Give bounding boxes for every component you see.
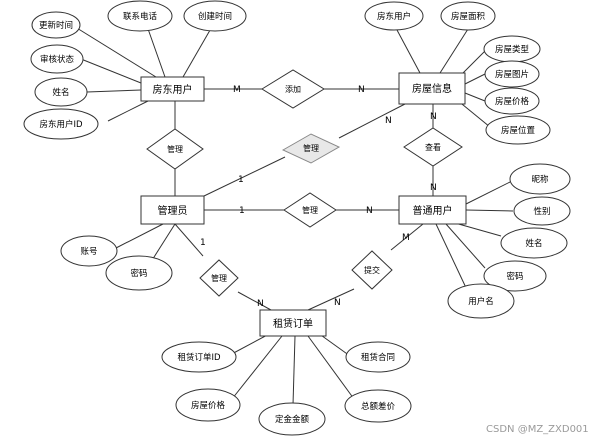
- svg-text:用户名: 用户名: [468, 296, 494, 307]
- attribute-user-gender: 性别: [513, 196, 571, 226]
- svg-text:房屋类型: 房屋类型: [495, 44, 530, 55]
- svg-text:房东用户: 房东用户: [377, 11, 411, 22]
- attribute-order-deposit: 定金金额: [258, 402, 326, 436]
- attribute-order-contract: 租赁合同: [345, 341, 411, 373]
- attribute-house-landlord: 房东用户: [364, 1, 424, 31]
- svg-text:密码: 密码: [506, 271, 523, 282]
- cardinality-user-submit: M: [402, 233, 410, 243]
- attribute-landlord-phone: 联系电话: [107, 0, 173, 32]
- svg-text:昵称: 昵称: [531, 174, 549, 185]
- attribute-user-username: 用户名: [447, 283, 515, 319]
- cardinality-house-add: N: [358, 85, 365, 95]
- svg-text:姓名: 姓名: [525, 238, 542, 249]
- entity-house: 房屋信息: [398, 72, 466, 105]
- cardinality-user-view: N: [430, 183, 437, 193]
- svg-text:姓名: 姓名: [52, 87, 69, 98]
- entity-landlord-label: 房东用户: [153, 83, 193, 96]
- attribute-order-house-price: 房屋价格: [175, 388, 241, 422]
- svg-text:房屋价格: 房屋价格: [495, 96, 530, 107]
- svg-text:性别: 性别: [533, 206, 550, 217]
- cardinality-user-manage: N: [366, 206, 373, 216]
- relationship-manage-landlord: 管理: [146, 128, 204, 170]
- entity-house-label: 房屋信息: [412, 82, 452, 95]
- cardinality-landlord-add: M: [233, 85, 241, 95]
- attribute-admin-account: 账号: [60, 235, 118, 267]
- cardinality-order-submit: N: [334, 298, 341, 308]
- svg-text:房屋图片: 房屋图片: [495, 69, 529, 80]
- relationship-manage-order-label: 管理: [211, 273, 227, 283]
- cardinality-admin-manage-house: 1: [238, 175, 244, 185]
- attribute-house-area: 房屋面积: [440, 1, 496, 31]
- relationship-manage-order: 管理: [199, 259, 239, 297]
- relationship-manage-landlord-label: 管理: [167, 144, 183, 154]
- cardinality-house-view: N: [430, 112, 437, 122]
- relationship-view-label: 查看: [425, 142, 441, 152]
- attribute-landlord-name: 姓名: [34, 77, 88, 107]
- svg-text:账号: 账号: [80, 247, 97, 257]
- svg-text:创建时间: 创建时间: [198, 11, 232, 22]
- attribute-order-id: 租赁订单ID: [161, 341, 237, 373]
- relationship-add: 添加: [261, 69, 325, 109]
- attribute-house-type: 房屋类型: [483, 35, 541, 63]
- svg-text:房屋价格: 房屋价格: [191, 400, 226, 411]
- watermark: CSDN @MZ_ZXD001: [486, 424, 589, 435]
- cardinality-admin-manage-order: 1: [200, 238, 206, 248]
- svg-text:租赁订单ID: 租赁订单ID: [177, 352, 221, 363]
- entity-order-label: 租赁订单: [273, 317, 313, 330]
- relationship-manage-house: 管理: [281, 133, 341, 164]
- relationship-manage-house-label: 管理: [303, 143, 319, 153]
- entity-landlord: 房东用户: [140, 76, 205, 102]
- attribute-user-password: 密码: [483, 260, 547, 292]
- entity-admin: 管理员: [140, 195, 205, 225]
- svg-text:定金金额: 定金金额: [275, 414, 310, 425]
- svg-text:联系电话: 联系电话: [123, 11, 158, 22]
- relationship-add-label: 添加: [285, 84, 301, 94]
- svg-text:密码: 密码: [130, 268, 147, 279]
- relationship-submit-label: 提交: [364, 265, 380, 275]
- attribute-landlord-update-time: 更新时间: [31, 11, 81, 39]
- entity-user-label: 普通用户: [413, 204, 453, 217]
- attribute-user-name: 姓名: [500, 227, 568, 259]
- cardinality-admin-manage-user: 1: [239, 206, 245, 216]
- attribute-order-price-diff: 总额差价: [344, 389, 412, 423]
- attribute-house-image: 房屋图片: [484, 60, 540, 88]
- attribute-admin-password: 密码: [105, 255, 173, 291]
- attribute-user-nickname: 昵称: [509, 163, 571, 195]
- svg-text:房东用户ID: 房东用户ID: [39, 119, 83, 130]
- svg-text:房屋位置: 房屋位置: [501, 125, 536, 136]
- entity-admin-label: 管理员: [158, 204, 188, 217]
- cardinality-house-manage: N: [385, 116, 392, 126]
- relationship-view: 查看: [403, 127, 463, 167]
- svg-text:房屋面积: 房屋面积: [451, 11, 486, 22]
- svg-text:审核状态: 审核状态: [40, 54, 75, 65]
- attribute-house-location: 房屋位置: [485, 115, 551, 145]
- cardinality-order-manage: N: [257, 299, 264, 309]
- svg-text:更新时间: 更新时间: [39, 20, 73, 31]
- attribute-landlord-create-time: 创建时间: [183, 0, 247, 32]
- svg-text:总额差价: 总额差价: [361, 401, 396, 412]
- entity-order: 租赁订单: [259, 309, 327, 337]
- attribute-landlord-audit-status: 审核状态: [30, 44, 84, 74]
- attribute-house-price: 房屋价格: [484, 87, 540, 115]
- attribute-landlord-id: 房东用户ID: [23, 108, 99, 140]
- connector-lines: [71, 17, 514, 406]
- relationship-manage-user: 管理: [283, 192, 337, 228]
- svg-text:租赁合同: 租赁合同: [361, 352, 395, 363]
- relationship-manage-user-label: 管理: [302, 205, 318, 215]
- relationship-submit: 提交: [351, 250, 393, 290]
- entity-user: 普通用户: [398, 195, 467, 225]
